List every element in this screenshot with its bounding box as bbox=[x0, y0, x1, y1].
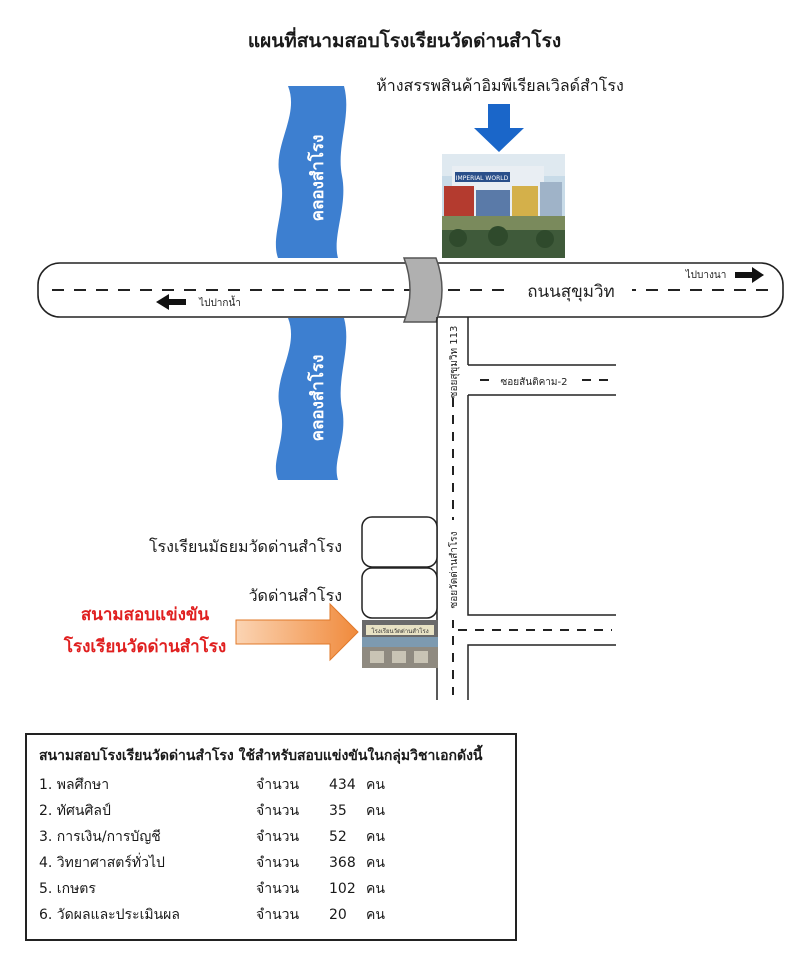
info-unit: คน bbox=[366, 803, 385, 819]
info-count: 102 bbox=[329, 881, 356, 897]
mall-sign: IMPERIAL WORLD bbox=[456, 175, 509, 182]
venue-photo: โรงเรียนวัดด่านสำโรง bbox=[362, 620, 438, 668]
bridge bbox=[402, 257, 443, 323]
soi-sukhumvit-label: ซอยสุขุมวิท 113 bbox=[449, 326, 460, 399]
info-subject: 5. เกษตร bbox=[39, 881, 96, 897]
canal-top bbox=[275, 86, 347, 258]
info-box: สนามสอบโรงเรียนวัดด่านสำโรง ใช้สำหรับสอบ… bbox=[25, 733, 517, 941]
map-canvas: คลองสำโรง คลองสำโรง ถนนสุขุมวิท ไปบางนา … bbox=[37, 86, 784, 700]
to-paknam-label: ไปปากน้ำ bbox=[198, 295, 241, 309]
to-bangna-label: ไปบางนา bbox=[685, 269, 727, 281]
mall-label: ห้างสรรพสินค้าอิมพีเรียลเวิลด์สำโรง bbox=[376, 76, 624, 95]
info-count: 368 bbox=[329, 855, 356, 871]
info-count: 20 bbox=[329, 907, 347, 923]
secondary-school-building bbox=[361, 516, 438, 568]
venue-label: สนามสอบแข่งขัน โรงเรียนวัดด่านสำโรง bbox=[30, 599, 260, 663]
block-upper-right bbox=[467, 395, 616, 616]
canal-bottom bbox=[275, 318, 347, 480]
venue-label-line1: สนามสอบแข่งขัน bbox=[80, 605, 210, 625]
info-subject: 6. วัดผลและประเมินผล bbox=[39, 907, 180, 923]
info-count: 434 bbox=[329, 777, 356, 793]
info-subject: 2. ทัศนศิลป์ bbox=[39, 803, 111, 819]
arrow-left-icon bbox=[156, 294, 186, 310]
info-unit: คน bbox=[366, 777, 385, 793]
canal-top-label: คลองสำโรง bbox=[307, 135, 328, 222]
info-count-label: จำนวน bbox=[256, 803, 300, 819]
canal-bottom-label: คลองสำโรง bbox=[307, 355, 328, 442]
info-header: สนามสอบโรงเรียนวัดด่านสำโรง ใช้สำหรับสอบ… bbox=[39, 748, 483, 764]
road-label: ถนนสุขุมวิท bbox=[527, 282, 615, 302]
info-count: 35 bbox=[329, 803, 347, 819]
info-subject: 4. วิทยาศาสตร์ทั่วไป bbox=[39, 855, 165, 871]
temple-label: วัดด่านสำโรง bbox=[248, 586, 342, 605]
map-title: แผนที่สนามสอบโรงเรียนวัดด่านสำโรง bbox=[247, 30, 562, 52]
info-row: 4. วิทยาศาสตร์ทั่วไป จำนวน 368 คน bbox=[39, 850, 505, 876]
info-row: 3. การเงิน/การบัญชี จำนวน 52 คน bbox=[39, 824, 505, 850]
info-unit: คน bbox=[366, 829, 385, 845]
info-count-label: จำนวน bbox=[256, 777, 300, 793]
info-unit: คน bbox=[366, 907, 385, 923]
venue-label-line2: โรงเรียนวัดด่านสำโรง bbox=[63, 637, 227, 657]
mall-arrow-icon bbox=[474, 104, 524, 152]
venue-arrow-icon bbox=[235, 602, 359, 662]
secondary-school-label: โรงเรียนมัธยมวัดด่านสำโรง bbox=[148, 537, 342, 556]
info-unit: คน bbox=[366, 855, 385, 871]
info-row: 2. ทัศนศิลป์ จำนวน 35 คน bbox=[39, 798, 505, 824]
info-subject: 3. การเงิน/การบัญชี bbox=[39, 829, 161, 845]
soi-tham-label: ซอยสันติคาม-2 bbox=[501, 377, 568, 388]
block-lower-right bbox=[467, 644, 616, 700]
arrow-right-icon bbox=[735, 267, 764, 283]
soi-watdan-label: ซอยวัดด่านสำโรง bbox=[447, 531, 460, 608]
info-count-label: จำนวน bbox=[256, 855, 300, 871]
info-row: 5. เกษตร จำนวน 102 คน bbox=[39, 876, 505, 902]
venue-photo-sign: โรงเรียนวัดด่านสำโรง bbox=[371, 627, 428, 635]
info-unit: คน bbox=[366, 881, 385, 897]
info-count-label: จำนวน bbox=[256, 829, 300, 845]
info-count-label: จำนวน bbox=[256, 881, 300, 897]
info-subject: 1. พลศึกษา bbox=[39, 777, 110, 793]
info-row: 1. พลศึกษา จำนวน 434 คน bbox=[39, 772, 505, 798]
info-count: 52 bbox=[329, 829, 347, 845]
info-rows: 1. พลศึกษา จำนวน 434 คน 2. ทัศนศิลป์ จำน… bbox=[39, 772, 505, 928]
mall-photo: IMPERIAL WORLD bbox=[442, 154, 565, 258]
info-row: 6. วัดผลและประเมินผล จำนวน 20 คน bbox=[39, 902, 505, 928]
temple-building bbox=[361, 567, 438, 619]
info-count-label: จำนวน bbox=[256, 907, 300, 923]
